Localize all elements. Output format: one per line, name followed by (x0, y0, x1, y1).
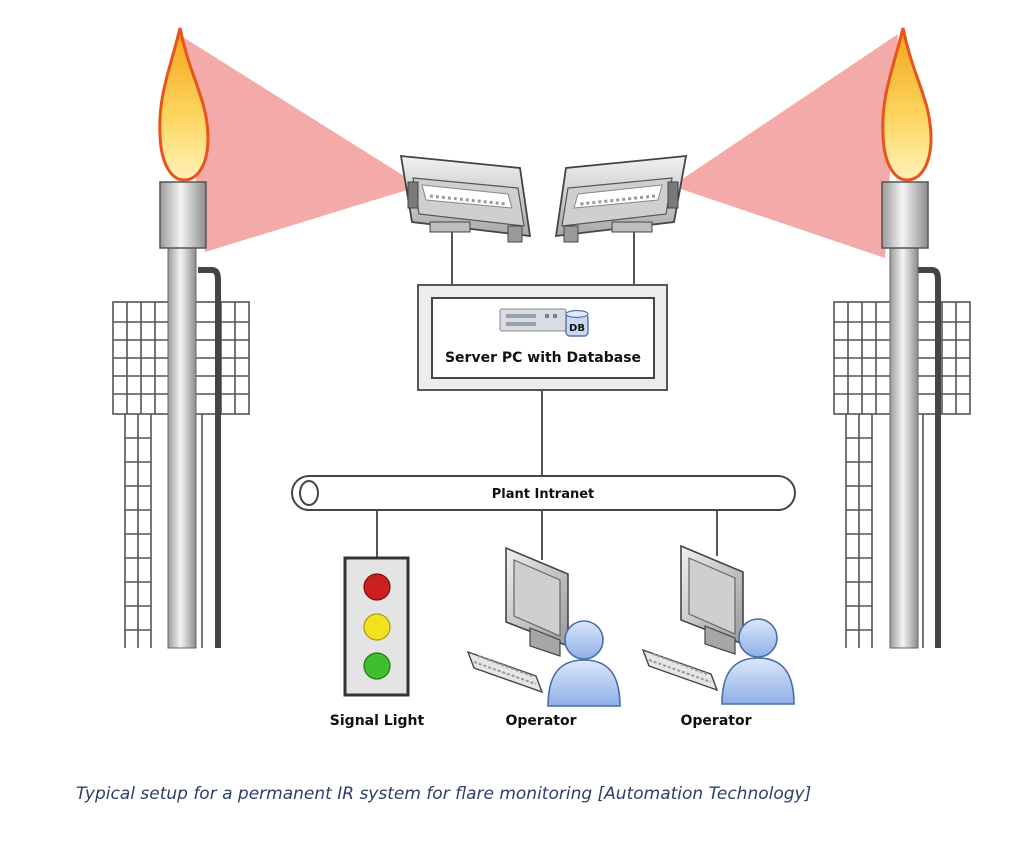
scaffold-right (833, 301, 971, 648)
ir-beam-left (178, 34, 420, 252)
server-icon (499, 308, 567, 332)
user-icon (721, 618, 795, 705)
computer-monitor-icon (680, 544, 744, 655)
user-icon (547, 620, 621, 707)
keyboard-icon (641, 648, 719, 692)
stack-tip-left (159, 181, 207, 249)
operator-workstation-1 (466, 546, 621, 707)
db-badge: DB (569, 323, 585, 334)
stack-pipe-right (889, 247, 919, 649)
operator-label-2: Operator (681, 713, 752, 729)
stack-tip-right (881, 181, 929, 249)
network-label: Plant Intranet (492, 487, 595, 502)
operator-workstation-2 (641, 544, 795, 705)
connection-lines (376, 232, 718, 560)
signal-light-label: Signal Light (330, 713, 425, 729)
stack-pipe-left (167, 247, 197, 649)
server-label: Server PC with Database (445, 350, 641, 366)
ir-beam-right (672, 34, 898, 258)
traffic-light-icon (343, 556, 410, 697)
flame-icon (158, 27, 210, 182)
operator-label-1: Operator (506, 713, 577, 729)
ir-camera-icon (554, 154, 688, 243)
database-icon: DB (565, 309, 589, 337)
flare-stack-right (833, 27, 971, 649)
computer-monitor-icon (505, 546, 569, 657)
server-box: DB Server PC with Database (417, 284, 668, 391)
flame-icon (881, 27, 933, 182)
figure-caption: Typical setup for a permanent IR system … (76, 784, 812, 804)
flare-stack-left (112, 27, 250, 649)
ir-camera-icon (399, 154, 532, 243)
plant-intranet-bus: Plant Intranet (291, 475, 796, 511)
keyboard-icon (466, 650, 544, 694)
flare-monitoring-diagram: DB Server PC with Database Plant Intrane… (112, 27, 971, 729)
